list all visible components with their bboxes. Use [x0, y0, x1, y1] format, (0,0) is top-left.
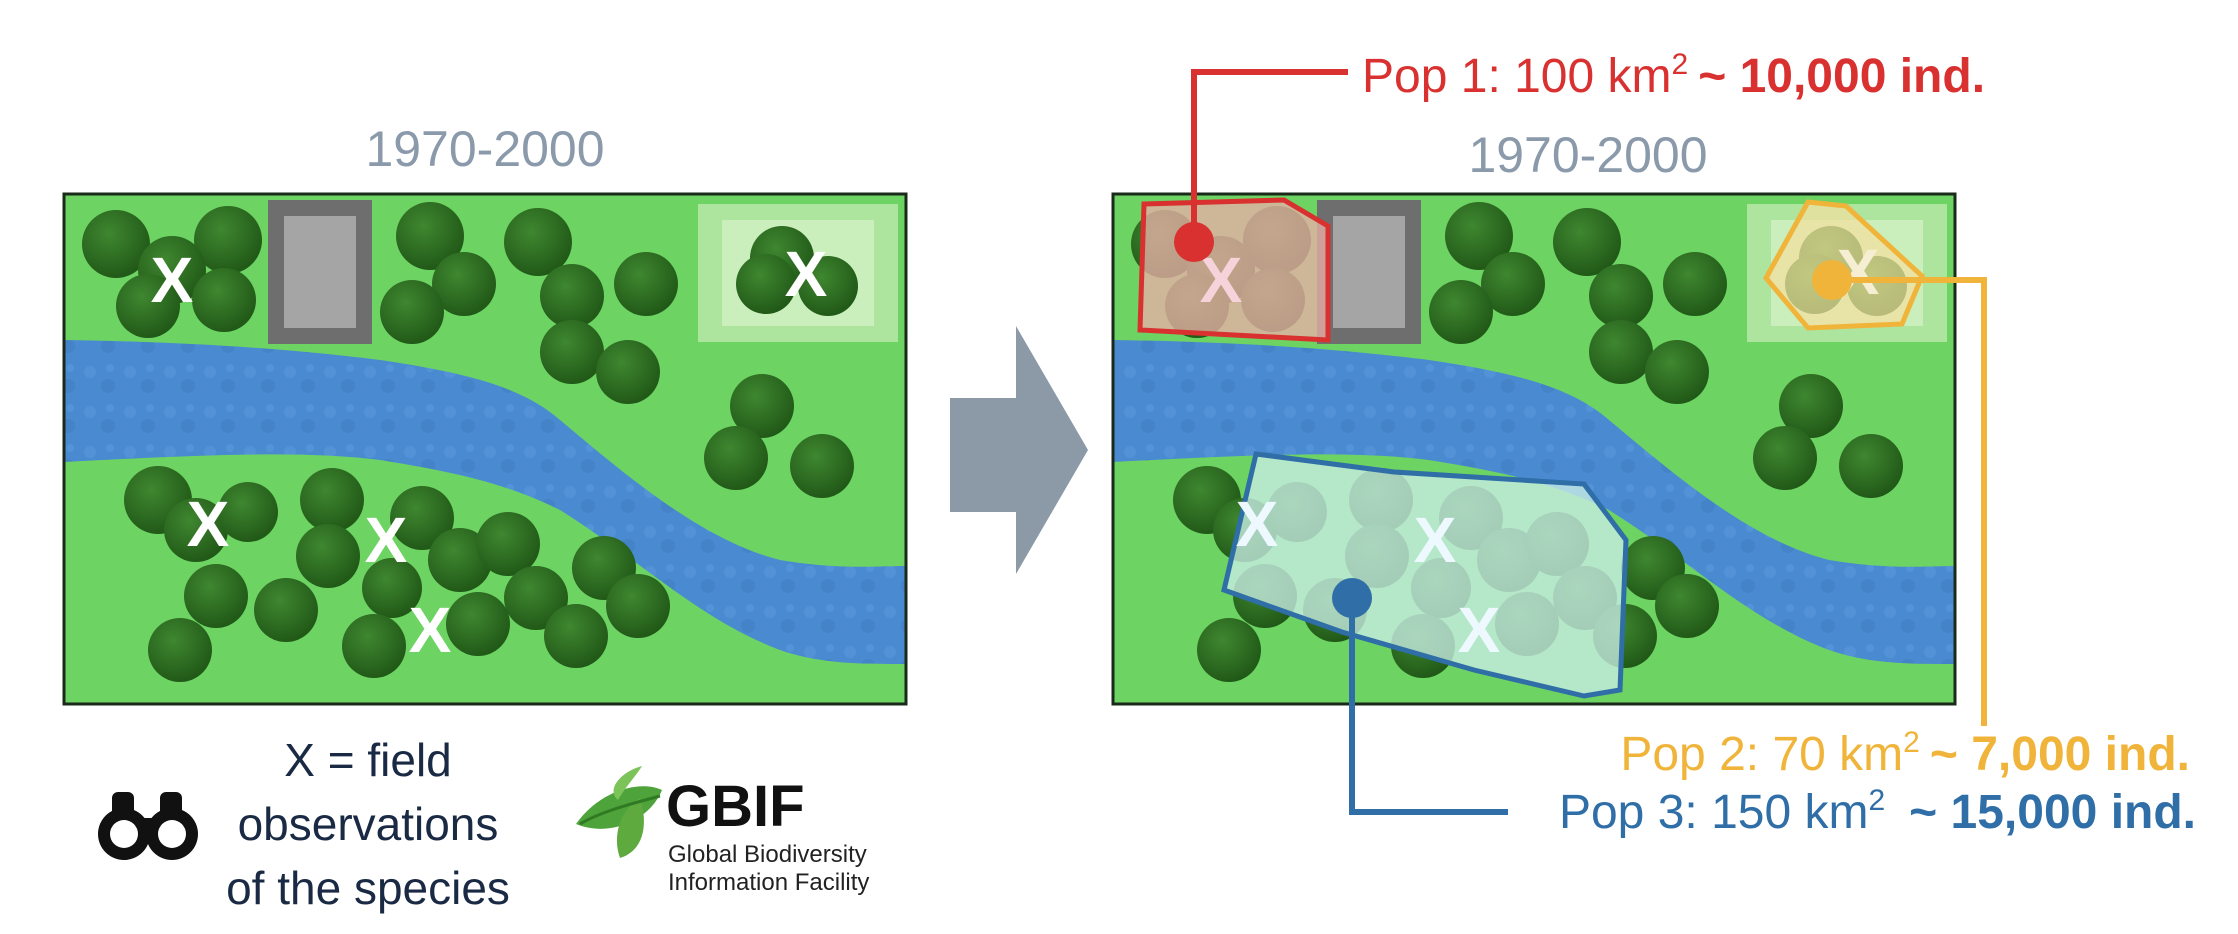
gbif-subtitle-1: Global Biodiversity — [668, 841, 867, 868]
right-map: X X X X X — [1113, 194, 1955, 704]
legend-line-3: of the species — [226, 862, 510, 914]
observation-mark: X — [187, 488, 230, 560]
pop2-centroid — [1812, 260, 1852, 300]
left-map: X X X X X — [64, 194, 906, 704]
left-map-border — [62, 192, 908, 706]
right-map-border — [1111, 192, 1957, 706]
left-observation-marks: X X X X X — [151, 238, 828, 666]
observation-mark: X — [1414, 504, 1457, 576]
left-panel-title: 1970-2000 — [365, 121, 604, 177]
observation-mark: X — [785, 238, 828, 310]
observation-mark: X — [1236, 488, 1279, 560]
left-river — [64, 340, 906, 664]
leaf-icon — [576, 766, 662, 858]
pop2-leader-line — [1832, 277, 1987, 726]
transition-arrow-icon — [950, 326, 1088, 574]
right-building — [1317, 200, 1421, 344]
legend-line-2: observations — [238, 798, 499, 850]
right-river — [1113, 340, 1955, 664]
pop3-label: Pop 3: 150 km2~ 15,000 ind. — [1559, 784, 2196, 839]
pop3-range-polygon — [1221, 451, 1629, 699]
gbif-subtitle-2: Information Facility — [668, 869, 869, 896]
observation-mark: X — [365, 504, 408, 576]
binoculars-icon — [98, 792, 198, 860]
pop1-leader-line — [1191, 69, 1348, 242]
pop3-leader-line — [1349, 598, 1508, 815]
left-trees — [82, 202, 858, 682]
legend-line-1: X = field — [284, 734, 452, 786]
pop2-label: Pop 2: 70 km2~ 7,000 ind. — [1620, 726, 2190, 781]
pop3-centroid — [1332, 578, 1372, 618]
legend-text: X = field observations of the species — [226, 734, 510, 914]
left-building — [268, 200, 372, 344]
observation-mark: X — [1458, 594, 1501, 666]
gbif-name: GBIF — [666, 774, 805, 839]
right-panel-title: 1970-2000 — [1468, 127, 1707, 183]
observation-mark: X — [409, 594, 452, 666]
observation-mark: X — [151, 244, 194, 316]
pop1-centroid — [1174, 222, 1214, 262]
pop1-label: Pop 1: 100 km2~ 10,000 ind. — [1362, 48, 1985, 103]
